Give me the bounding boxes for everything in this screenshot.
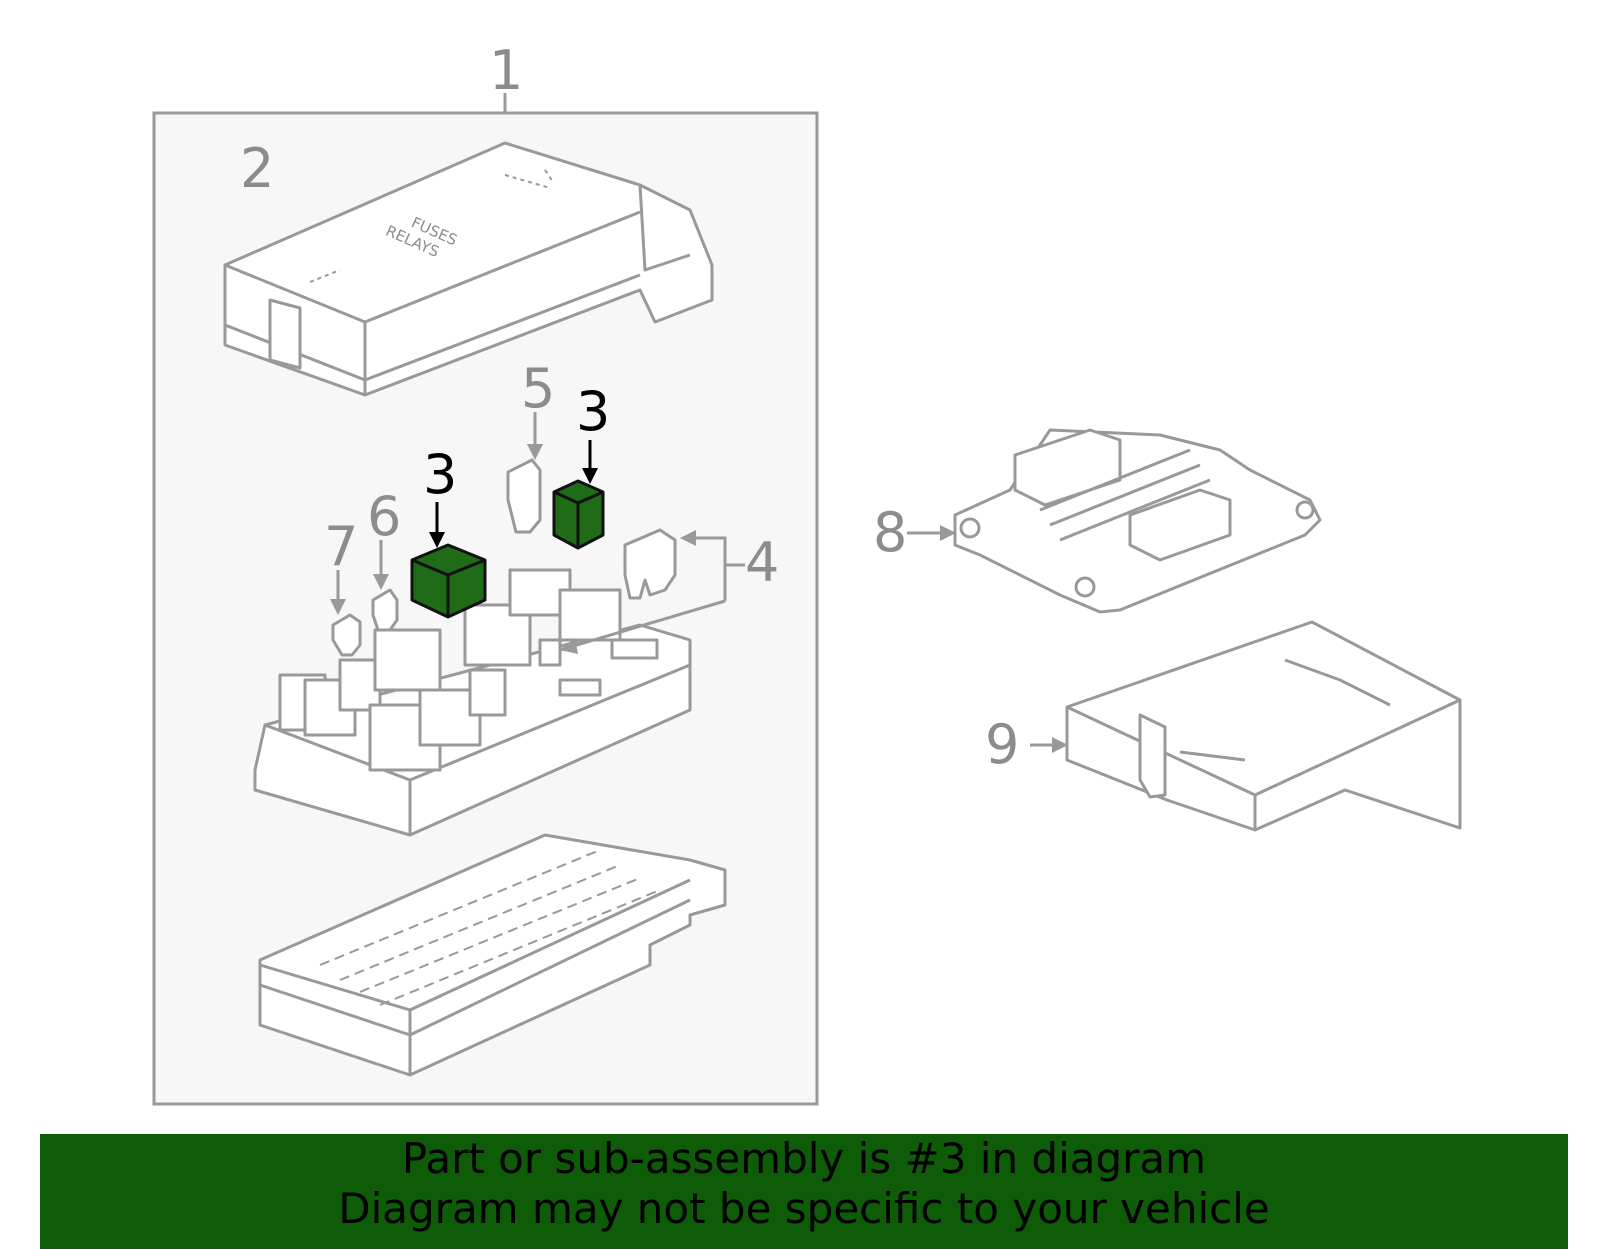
callout-3a-arrow [429, 532, 445, 548]
relay-part-3-large [410, 543, 487, 619]
callout-8-arrow [940, 525, 956, 541]
callout-8: 8 [873, 501, 908, 564]
callout-4-bracket [693, 536, 745, 601]
callout-6-arrow [373, 574, 389, 590]
info-banner: Part or sub-assembly is #3 in diagram Di… [40, 1134, 1568, 1249]
fuse-box-cover [223, 141, 714, 397]
banner-line-2: Diagram may not be specific to your vehi… [338, 1184, 1270, 1233]
callout-6: 6 [367, 485, 402, 548]
callout-5-arrow [527, 444, 543, 460]
callout-3b-arrow [582, 468, 598, 484]
callout-7-arrow [330, 599, 346, 615]
callout-5: 5 [521, 357, 556, 420]
callout-4-arrow-upper [680, 530, 696, 546]
tray-part-9 [1065, 620, 1462, 832]
callout-9: 9 [985, 713, 1020, 776]
banner-line-1: Part or sub-assembly is #3 in diagram [401, 1134, 1207, 1183]
fuse-part-6 [371, 588, 399, 632]
cover-marking [309, 169, 554, 283]
callout-9-arrow [1052, 737, 1068, 753]
callout-4-leader-lower [559, 599, 726, 652]
control-module-part-8 [953, 428, 1322, 614]
callout-4-arrow-lower [560, 638, 578, 654]
callout-7: 7 [324, 515, 359, 578]
callout-1: 1 [489, 39, 524, 102]
base-grid-lines [319, 849, 661, 1006]
callout-3-small-relay: 3 [576, 380, 611, 443]
fuse-box-base [258, 833, 727, 1077]
maxi-fuse-part-4 [623, 528, 677, 600]
fuse-part-7 [331, 613, 362, 657]
callout-3-large-relay: 3 [423, 443, 458, 506]
fuse-relay-block [253, 568, 692, 837]
callout-4: 4 [745, 531, 780, 594]
relay-part-3-small [552, 479, 605, 550]
callout-2: 2 [240, 137, 275, 200]
fuse-part-5 [506, 458, 542, 534]
